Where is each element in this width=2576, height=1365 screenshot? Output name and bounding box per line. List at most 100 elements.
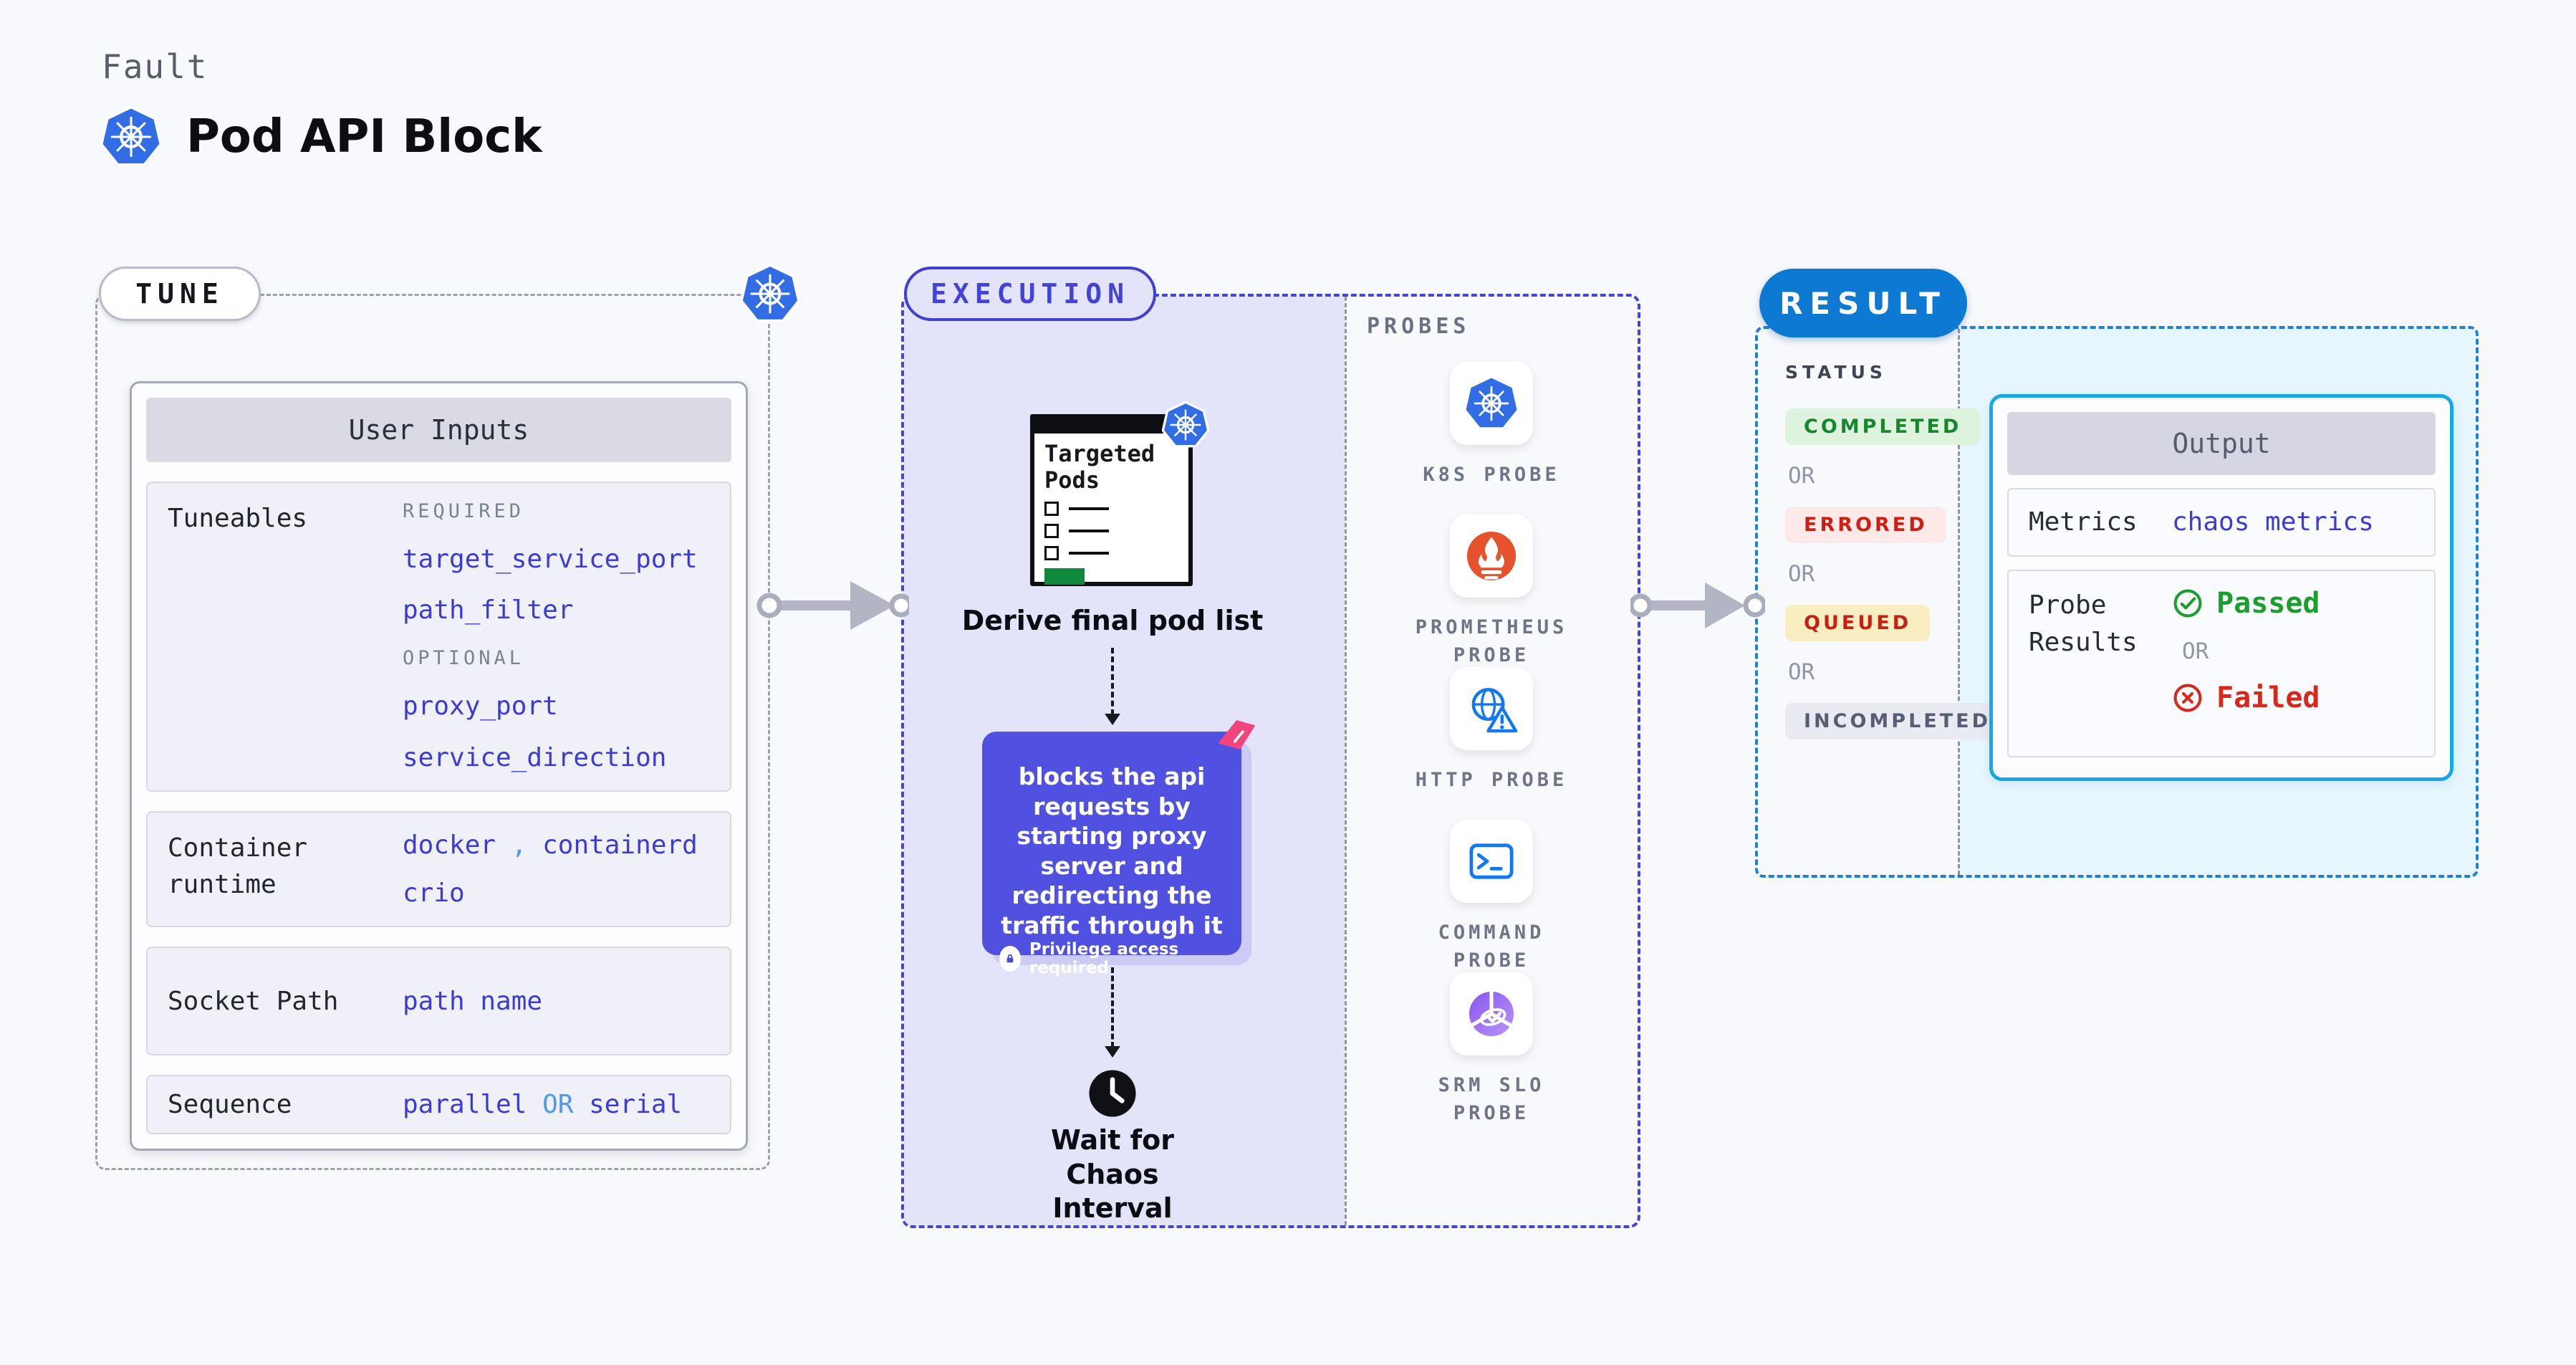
progress-bar — [1044, 568, 1085, 585]
sequence-row: Sequence parallel OR serial — [146, 1075, 731, 1135]
metrics-value: chaos metrics — [2172, 507, 2374, 537]
status-badge: INCOMPLETED — [1785, 703, 2009, 739]
tune-to-execution-arrow — [754, 573, 909, 638]
probe-results-row: Probe Results Passed OR Failed — [2007, 570, 2436, 757]
runtime-value: docker — [403, 830, 496, 860]
sequence-or: OR — [542, 1090, 574, 1120]
execution-probes-divider — [1345, 297, 1347, 1225]
fault-kicker: Fault — [102, 47, 208, 86]
probe-item: COMMAND PROBE — [1398, 820, 1585, 974]
tuneable-required-item: target_service_port — [403, 545, 698, 574]
sequence-value: serial — [589, 1090, 683, 1120]
targeted-pods-title: Targeted Pods — [1044, 440, 1155, 494]
list-line — [1069, 530, 1109, 533]
runtime-value: crio — [403, 878, 465, 908]
pod-list-item — [1044, 502, 1178, 517]
metrics-label: Metrics — [2029, 507, 2138, 537]
status-output-divider — [1958, 329, 1960, 875]
status-badge: COMPLETED — [1785, 408, 1981, 445]
output-card: Output Metrics chaos metrics Probe Resul… — [1989, 394, 2454, 781]
command-probe-icon — [1450, 820, 1533, 903]
tuneable-required-item: path_filter — [403, 595, 574, 626]
probe-item: HTTP PROBE — [1398, 667, 1585, 794]
status-heading: STATUS — [1785, 362, 1887, 383]
probe-label: COMMAND PROBE — [1438, 921, 1545, 972]
probes-to-result-arrow — [1630, 573, 1765, 638]
user-inputs-card: User Inputs Tuneables REQUIRED target_se… — [130, 381, 748, 1151]
prometheus-icon — [1450, 514, 1533, 598]
tuneables-row: Tuneables REQUIRED target_service_port p… — [146, 482, 731, 792]
probe-label: HTTP PROBE — [1415, 769, 1568, 791]
page-title: Pod API Block — [186, 110, 542, 163]
optional-heading: OPTIONAL — [403, 647, 525, 670]
derive-pod-list-caption: Derive final pod list — [961, 605, 1264, 636]
kubernetes-icon — [1162, 401, 1209, 449]
chaos-icon — [1213, 717, 1258, 761]
doc-title-bar — [1034, 418, 1189, 434]
tuneables-label: Tuneables — [168, 504, 308, 533]
clock-icon — [1086, 1067, 1139, 1120]
srm-slo-probe-icon — [1450, 972, 1533, 1055]
socket-path-row: Socket Path path name — [146, 947, 731, 1056]
status-column: STATUS COMPLETED OR ERRORED OR QUEUED OR… — [1785, 362, 2014, 739]
passed-result: Passed — [2172, 587, 2320, 620]
result-pill: RESULT — [1759, 269, 1967, 337]
probes-heading: PROBES — [1367, 314, 1471, 339]
probe-item: K8S PROBE — [1398, 362, 1585, 489]
or-label: OR — [1788, 463, 1815, 489]
probe-label: PROMETHEUS PROBE — [1415, 616, 1568, 667]
tuneable-optional-item: proxy_port — [403, 691, 558, 722]
kubernetes-icon — [1450, 362, 1533, 445]
sequence-label: Sequence — [168, 1090, 292, 1120]
container-runtime-row: Container runtime docker , containerd cr… — [146, 810, 731, 928]
probe-item: PROMETHEUS PROBE — [1398, 514, 1585, 669]
or-label: OR — [2182, 638, 2209, 664]
output-header: Output — [2007, 412, 2436, 475]
targeted-pods-doc: Targeted Pods — [1030, 414, 1193, 586]
user-inputs-header: User Inputs — [146, 398, 731, 462]
probe-label: SRM SLO PROBE — [1438, 1074, 1545, 1125]
probe-item: SRM SLO PROBE — [1398, 972, 1585, 1127]
kubernetes-icon — [100, 106, 162, 168]
probe-results-label: Probe Results — [2029, 590, 2138, 658]
tune-pill: TUNE — [99, 267, 261, 321]
checkbox-icon — [1044, 524, 1059, 539]
checkbox-icon — [1044, 502, 1059, 517]
flow-down-arrow — [1103, 967, 1122, 1058]
probe-label: K8S PROBE — [1423, 464, 1560, 486]
metrics-row: Metrics chaos metrics — [2007, 488, 2436, 557]
x-circle-icon — [2173, 684, 2202, 712]
or-label: OR — [1788, 561, 1815, 587]
status-badge: ERRORED — [1785, 507, 1946, 543]
fault-description: blocks the api requests by starting prox… — [1001, 762, 1223, 939]
required-heading: REQUIRED — [403, 500, 525, 522]
tuneable-optional-item: service_direction — [403, 742, 667, 772]
runtime-value: containerd — [542, 830, 698, 860]
socket-path-label: Socket Path — [168, 986, 339, 1016]
socket-path-value: path name — [403, 986, 543, 1016]
pod-list-item — [1044, 524, 1178, 539]
status-badge: QUEUED — [1785, 605, 1931, 641]
or-label: OR — [1788, 659, 1815, 685]
tune-zone — [95, 294, 770, 1170]
http-probe-icon — [1450, 667, 1533, 750]
flow-down-arrow — [1103, 648, 1122, 725]
failed-label: Failed — [2216, 681, 2320, 714]
fault-description-box: blocks the api requests by starting prox… — [982, 732, 1241, 977]
runtime-separator: , — [511, 830, 527, 860]
failed-result: Failed — [2172, 681, 2320, 714]
list-line — [1069, 507, 1109, 511]
sequence-value: parallel — [403, 1090, 527, 1120]
privilege-note-text: Privilege access required — [1029, 940, 1179, 978]
check-circle-icon — [2173, 589, 2202, 618]
lock-icon — [999, 946, 1021, 972]
pod-list-item — [1044, 546, 1178, 561]
passed-label: Passed — [2216, 587, 2320, 620]
privilege-note: Privilege access required — [999, 940, 1224, 977]
container-runtime-label: Container runtime — [168, 833, 308, 899]
execution-pill: EXECUTION — [904, 267, 1156, 321]
checkbox-icon — [1044, 546, 1059, 561]
kubernetes-icon — [740, 264, 800, 324]
list-line — [1069, 552, 1109, 555]
